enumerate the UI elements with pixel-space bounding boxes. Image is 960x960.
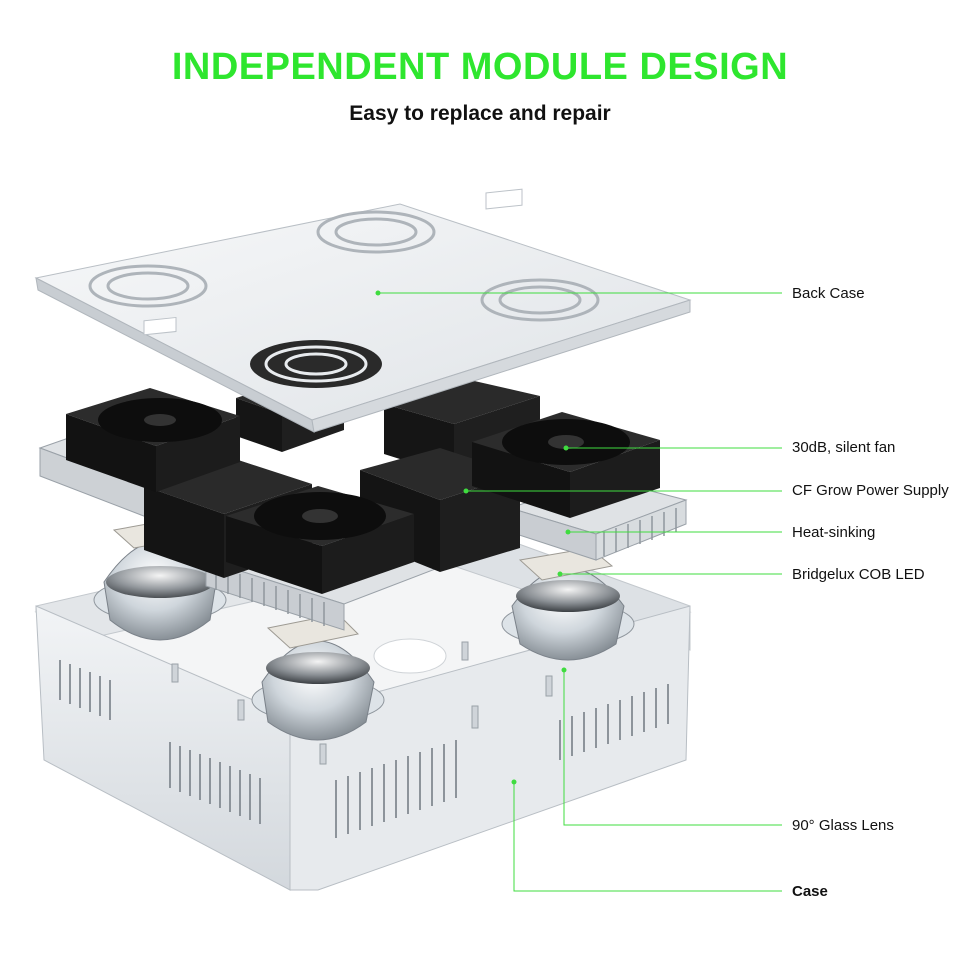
callout-line-lens <box>563 670 782 826</box>
callout-label-power-supply: CF Grow Power Supply <box>792 482 949 499</box>
callout-label-glass-lens: 90° Glass Lens <box>792 817 894 834</box>
callout-label-case: Case <box>792 883 828 900</box>
callout-label-cob-led: Bridgelux COB LED <box>792 566 925 583</box>
fans <box>66 388 660 594</box>
back-case-part <box>34 188 692 433</box>
page-subtitle: Easy to replace and repair <box>349 102 611 125</box>
page-title: INDEPENDENT MODULE DESIGN <box>171 46 789 88</box>
callout-dots <box>375 290 571 785</box>
glass-lenses <box>93 540 635 741</box>
callout-label-fan: 30dB, silent fan <box>792 439 896 456</box>
callout-line-case <box>513 782 782 892</box>
callout-label-back-case: Back Case <box>792 285 865 302</box>
callout-lines <box>378 292 782 892</box>
callout-label-heatsink: Heat-sinking <box>792 524 876 541</box>
